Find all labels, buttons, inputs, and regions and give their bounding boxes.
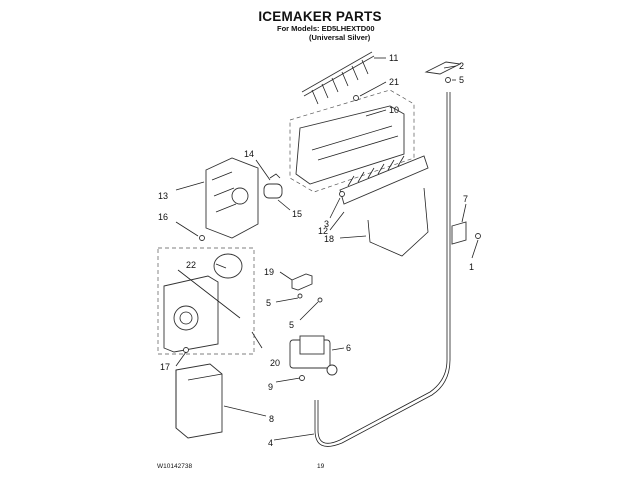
doc-number: W10142738 [157, 463, 193, 470]
callout-8: 8 [269, 414, 274, 424]
callout-13: 13 [158, 191, 168, 201]
callout-4: 4 [268, 438, 273, 448]
part-shutoff-arm [367, 187, 429, 257]
part-thermostat [263, 173, 283, 199]
callout-2: 2 [459, 61, 464, 71]
callout-16: 16 [158, 212, 168, 222]
callout-5b: 5 [266, 298, 271, 308]
part-screw-16 [199, 235, 205, 241]
part-control-module [205, 157, 259, 239]
callout-15: 15 [292, 209, 302, 219]
part-screw-9 [299, 375, 305, 381]
part-module-assembly [157, 247, 255, 355]
leader-lines [175, 57, 479, 441]
variant-line: (Universal Silver) [309, 33, 371, 42]
page-title: ICEMAKER PARTS [258, 9, 382, 24]
part-screw-17 [183, 347, 189, 353]
callout-12: 12 [318, 226, 328, 236]
callout-10: 10 [389, 105, 399, 115]
callout-21: 21 [389, 77, 399, 87]
part-bracket-7 [451, 221, 481, 245]
part-ice-mold [289, 89, 415, 193]
part-screw-3 [339, 191, 345, 197]
models-line: For Models: ED5LHEXTD00 [277, 24, 375, 33]
part-ice-ejector [301, 51, 375, 105]
callout-17: 17 [160, 362, 170, 372]
callout-19: 19 [264, 267, 274, 277]
callout-7: 7 [463, 194, 468, 204]
part-cover [175, 363, 223, 439]
part-fill-tube [314, 92, 451, 447]
callout-22: 22 [186, 260, 196, 270]
callout-9: 9 [268, 382, 273, 392]
part-screw-21 [353, 95, 359, 101]
callout-3: 3 [324, 219, 329, 229]
part-stripper [339, 155, 429, 205]
callout-14: 14 [244, 149, 254, 159]
callout-11: 11 [389, 53, 398, 63]
callout-5c: 5 [289, 320, 294, 330]
part-clip-2 [424, 61, 462, 83]
page-number: 19 [317, 463, 325, 470]
callout-6: 6 [346, 343, 351, 353]
callout-1: 1 [469, 262, 474, 272]
callout-20: 20 [270, 358, 280, 368]
callout-5: 5 [459, 75, 464, 85]
part-water-valve [289, 335, 338, 376]
part-bracket-19 [291, 273, 323, 303]
callout-18: 18 [324, 234, 334, 244]
